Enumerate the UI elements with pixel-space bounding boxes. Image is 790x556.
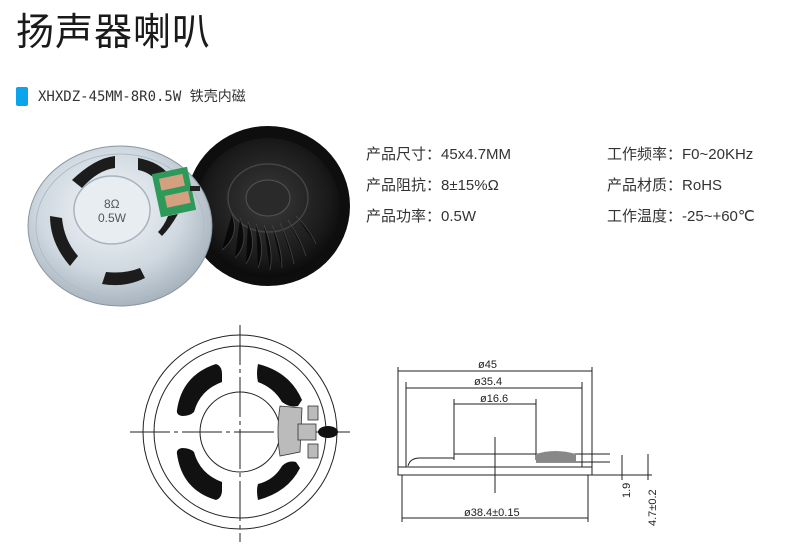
dim-height-small: 1.9 bbox=[621, 483, 633, 498]
page-title: 扬声器喇叭 bbox=[16, 10, 212, 54]
spec-power: 产品功率：0.5W bbox=[366, 207, 477, 225]
photo-impedance-label: 8Ω bbox=[104, 197, 120, 211]
product-photo: 8Ω 0.5W bbox=[27, 126, 350, 307]
spec-impedance: 产品阻抗：8±15%Ω bbox=[366, 176, 499, 194]
spec-material: 产品材质：RoHS bbox=[607, 176, 723, 194]
spec-size: 产品尺寸：45x4.7MM bbox=[366, 145, 512, 163]
spec-temperature: 工作温度：-25~+60℃ bbox=[607, 207, 755, 225]
accent-marker bbox=[16, 86, 28, 106]
dim-bottom-diameter: ø38.4±0.15 bbox=[464, 507, 520, 519]
dim-mid-diameter: ø35.4 bbox=[474, 376, 502, 388]
side-view-drawing: ø45 ø35.4 ø16.6 ø38.4±0.15 1.9 4.7±0.2 bbox=[397, 359, 659, 526]
spec-frequency: 工作频率：F0~20KHz bbox=[607, 145, 754, 163]
front-view-drawing bbox=[130, 325, 350, 542]
photo-power-label: 0.5W bbox=[98, 211, 127, 225]
dim-outer-diameter: ø45 bbox=[478, 359, 497, 371]
product-model-heading: XHXDZ-45MM-8R0.5W 铁壳内磁 bbox=[16, 86, 246, 106]
product-model-text: XHXDZ-45MM-8R0.5W 铁壳内磁 bbox=[38, 89, 246, 105]
dim-inner-diameter: ø16.6 bbox=[480, 393, 508, 405]
dim-height-total: 4.7±0.2 bbox=[647, 489, 659, 526]
